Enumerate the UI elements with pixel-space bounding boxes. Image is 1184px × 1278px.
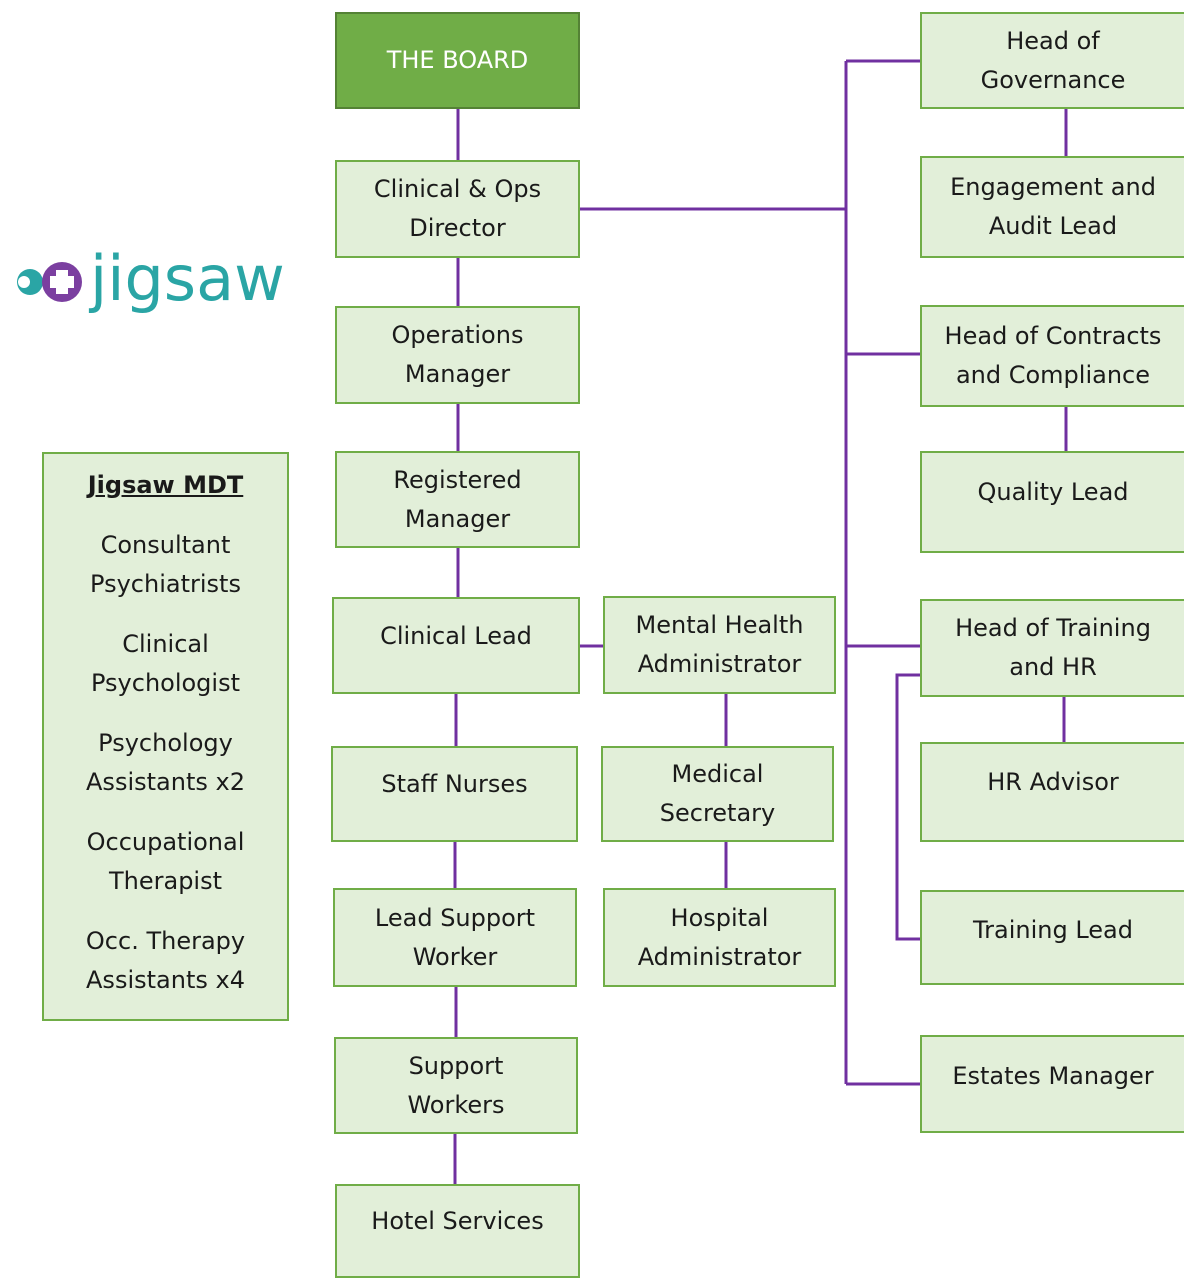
node-label: Operations xyxy=(391,321,524,349)
mdt-item-line: Psychology xyxy=(98,729,233,757)
node-training-lead: Training Lead xyxy=(920,890,1184,985)
node-label: Quality Lead xyxy=(977,478,1129,506)
puzzle-cross-icon xyxy=(17,262,82,302)
mdt-item-line: Assistants x2 xyxy=(86,768,245,796)
node-label: Manager xyxy=(404,360,511,388)
mdt-item-line: Assistants x4 xyxy=(86,966,245,994)
node-clinical-lead: Clinical Lead xyxy=(332,597,580,694)
mdt-item-line: Psychologist xyxy=(90,669,240,697)
mdt-item-line: Consultant xyxy=(100,531,231,559)
node-label: and Compliance xyxy=(955,361,1151,389)
node-label: Clinical & Ops xyxy=(373,175,542,203)
node-label: Hospital xyxy=(670,903,769,932)
node-quality-lead: Quality Lead xyxy=(920,451,1184,553)
mdt-item-line: Psychiatrists xyxy=(90,570,241,598)
node-label: Lead Support xyxy=(374,903,536,932)
node-label: Administrator xyxy=(637,650,802,678)
node-label: Medical xyxy=(671,760,764,788)
node-label: Worker xyxy=(412,942,498,971)
mdt-item-line: Occupational xyxy=(86,828,245,856)
node-label: Head of xyxy=(1006,26,1100,55)
node-label: Director xyxy=(409,214,506,242)
node-hotel-services: Hotel Services xyxy=(335,1184,580,1278)
jigsaw-logo: jigsaw xyxy=(17,245,285,315)
node-label: THE BOARD xyxy=(386,46,529,74)
node-label: Training Lead xyxy=(973,916,1133,944)
node-label: Engagement and xyxy=(950,173,1156,201)
mdt-item-psychology-assistants: Psychology Assistants x2 xyxy=(44,724,287,802)
node-label: Manager xyxy=(404,504,511,533)
node-head-training-hr: Head of Training and HR xyxy=(920,599,1184,697)
node-label: HR Advisor xyxy=(987,768,1119,796)
node-label: Governance xyxy=(980,65,1126,94)
node-head-contracts-compliance: Head of Contracts and Compliance xyxy=(920,305,1184,407)
node-label: Mental Health xyxy=(635,611,804,639)
jigsaw-mdt-panel: Jigsaw MDT Consultant Psychiatrists Clin… xyxy=(42,452,289,1021)
logo-text: jigsaw xyxy=(88,245,285,315)
node-label: Registered xyxy=(393,465,522,494)
node-label: Hotel Services xyxy=(371,1207,544,1235)
mdt-item-line: Therapist xyxy=(108,867,223,895)
node-label: Administrator xyxy=(637,942,802,971)
node-label: Workers xyxy=(407,1090,505,1119)
mdt-item-clinical-psychologist: Clinical Psychologist xyxy=(44,625,287,703)
node-label: Secretary xyxy=(659,799,776,827)
node-label: and HR xyxy=(1009,653,1097,681)
node-staff-nurses: Staff Nurses xyxy=(331,746,578,842)
mdt-title: Jigsaw MDT xyxy=(87,471,244,499)
node-label: Staff Nurses xyxy=(381,770,528,798)
node-label: Clinical Lead xyxy=(380,622,532,650)
mdt-item-occ-therapy-assistants: Occ. Therapy Assistants x4 xyxy=(44,922,287,1000)
node-the-board: THE BOARD xyxy=(335,12,580,109)
node-label: Head of Contracts xyxy=(944,322,1162,350)
mdt-item-occupational-therapist: Occupational Therapist xyxy=(44,823,287,901)
node-estates-manager: Estates Manager xyxy=(920,1035,1184,1133)
node-label: Support xyxy=(408,1051,504,1080)
mdt-item-consultant-psychiatrists: Consultant Psychiatrists xyxy=(44,526,287,604)
mdt-item-line: Occ. Therapy xyxy=(85,927,246,955)
node-hr-advisor: HR Advisor xyxy=(920,742,1184,842)
node-head-of-governance: Head of Governance xyxy=(920,12,1184,109)
node-label: Head of Training xyxy=(955,614,1151,642)
node-label: Audit Lead xyxy=(988,212,1118,240)
mdt-item-line: Clinical xyxy=(122,630,209,658)
node-label: Estates Manager xyxy=(952,1062,1154,1090)
